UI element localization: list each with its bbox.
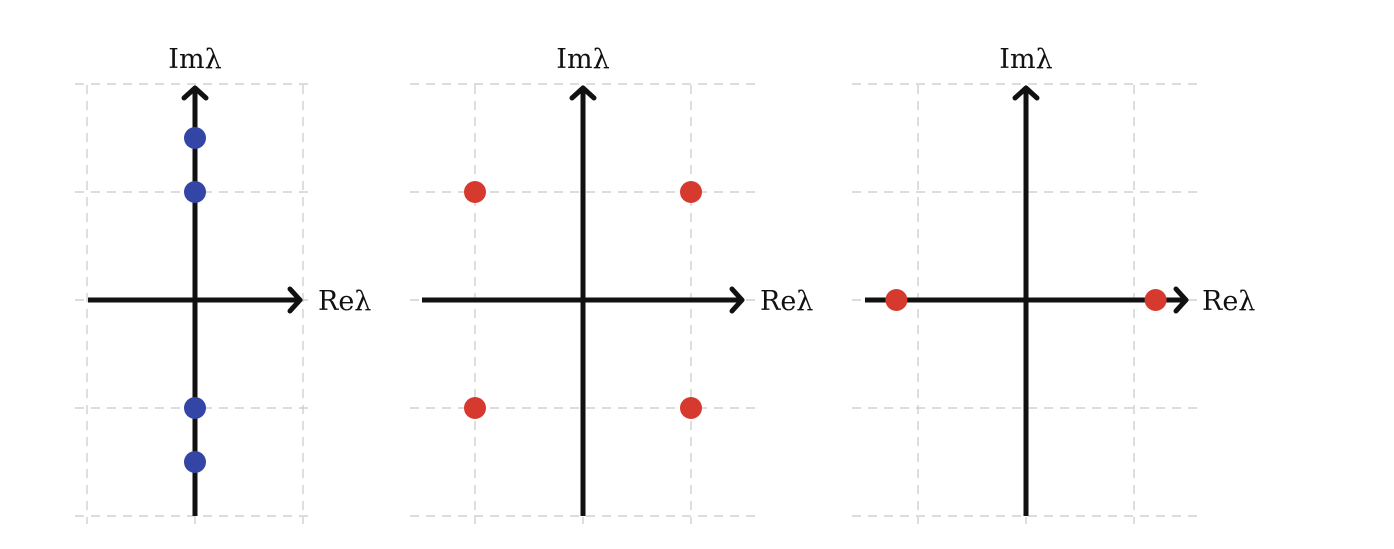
imaginary-axis-arrow-icon bbox=[569, 85, 597, 101]
eigenvalue-point bbox=[1144, 289, 1167, 311]
eigenvalue-point bbox=[184, 451, 206, 473]
x-axis-label: Reλ bbox=[318, 286, 371, 317]
panel-real-pair: Reλ Imλ bbox=[852, 44, 1255, 524]
real-axis-arrow-icon bbox=[1173, 286, 1189, 314]
eigenvalue-point bbox=[184, 127, 206, 149]
eigenvalue-point bbox=[184, 181, 206, 203]
panel-imaginary-pairs: Reλ Imλ bbox=[75, 44, 371, 524]
x-axis-label: Reλ bbox=[760, 286, 813, 317]
panel-complex-quartet: Reλ Imλ bbox=[410, 44, 813, 524]
y-axis-label: Imλ bbox=[999, 44, 1052, 75]
imaginary-axis-arrow-icon bbox=[1012, 85, 1040, 101]
eigenvalue-point bbox=[464, 397, 486, 419]
real-axis-arrow-icon bbox=[729, 286, 745, 314]
eigenvalue-point bbox=[184, 397, 206, 419]
y-axis-label: Imλ bbox=[168, 44, 221, 75]
eigenvalue-point bbox=[885, 289, 908, 311]
eigenvalue-point bbox=[680, 181, 702, 203]
x-axis-label: Reλ bbox=[1202, 286, 1255, 317]
imaginary-axis-arrow-icon bbox=[181, 85, 209, 101]
real-axis-arrow-icon bbox=[287, 286, 303, 314]
eigenvalue-point bbox=[464, 181, 486, 203]
eigenvalue-point bbox=[680, 397, 702, 419]
y-axis-label: Imλ bbox=[556, 44, 609, 75]
